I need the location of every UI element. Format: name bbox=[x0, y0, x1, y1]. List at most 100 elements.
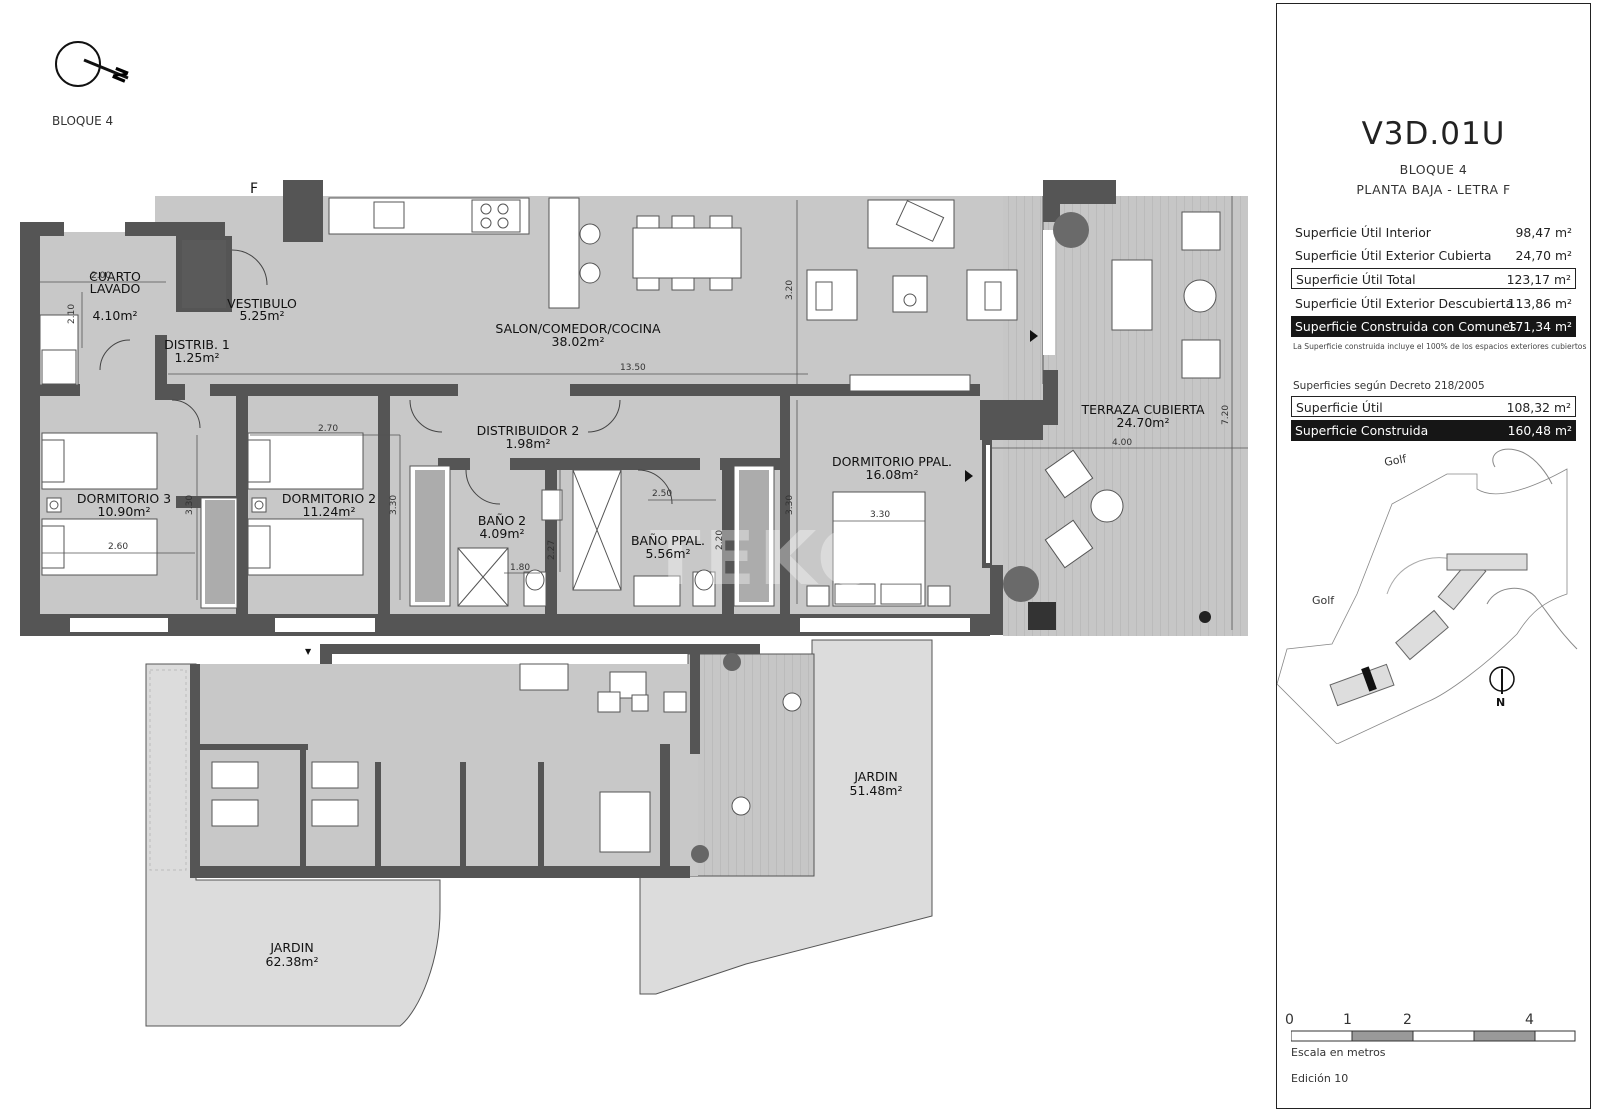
laundry-units bbox=[39, 314, 79, 386]
site-north-icon: N bbox=[1489, 666, 1515, 709]
drain-icon bbox=[1199, 611, 1211, 623]
room-area: 11.24m² bbox=[303, 504, 356, 519]
dim-label: 1.80 bbox=[510, 563, 530, 573]
room-name: TERRAZA CUBIERTA bbox=[1080, 402, 1205, 417]
area-value: 160,48 m² bbox=[1507, 423, 1572, 438]
dim-label: 4.00 bbox=[1112, 438, 1132, 448]
terrace-furniture bbox=[1044, 211, 1221, 569]
dim-label: 7.20 bbox=[1221, 405, 1231, 425]
unit-location-marker bbox=[1361, 666, 1377, 692]
dim-label: 2.50 bbox=[652, 489, 672, 499]
decree-row: Superficie Útil 108,32 m² bbox=[1291, 396, 1576, 417]
room-area: 24.70m² bbox=[1117, 415, 1170, 430]
area-label: Superficie Útil Exterior Cubierta bbox=[1295, 248, 1492, 263]
room-name-garden: JARDIN bbox=[853, 769, 897, 784]
area-value: 123,17 m² bbox=[1506, 272, 1571, 287]
area-value: 171,34 m² bbox=[1507, 319, 1572, 334]
scale-tick: 0 bbox=[1285, 1012, 1294, 1028]
dimension-labels: 2.00 2.10 13.50 3.20 2.70 3.30 3.30 2.60… bbox=[67, 271, 1231, 573]
scale-caption: Escala en metros bbox=[1291, 1046, 1386, 1059]
site-label: Golf bbox=[1312, 594, 1335, 607]
floor-plan: N BLOQUE 4 F bbox=[20, 41, 1248, 1027]
area-row: Superficie Útil Total 123,17 m² bbox=[1291, 268, 1576, 289]
dim-label: 2.60 bbox=[108, 542, 128, 552]
room-name: DISTRIB. 1 bbox=[164, 337, 230, 352]
room-name: DORMITORIO PPAL. bbox=[832, 454, 952, 469]
room-name: DORMITORIO 2 bbox=[282, 491, 376, 506]
room-area: 4.10m² bbox=[92, 308, 137, 323]
room-area: 5.25m² bbox=[239, 308, 284, 323]
area-value: 108,32 m² bbox=[1506, 400, 1571, 415]
block-label: BLOQUE 4 bbox=[52, 114, 113, 128]
area-row-highlight: Superficie Construida con Comunes 171,34… bbox=[1291, 316, 1576, 337]
master-bed bbox=[806, 491, 951, 607]
plant-icon bbox=[1053, 212, 1089, 248]
dim-label: 13.50 bbox=[620, 363, 646, 373]
north-letter: N bbox=[109, 64, 134, 86]
site-north-letter: N bbox=[1496, 696, 1505, 709]
watermark: TEKCE bbox=[650, 516, 930, 602]
entrance-letter: F bbox=[250, 181, 258, 197]
room-name-garden: JARDIN bbox=[269, 940, 313, 955]
area-row: Superficie Útil Interior 98,47 m² bbox=[1291, 222, 1576, 243]
dim-label: 2.27 bbox=[547, 540, 557, 560]
closet-icon bbox=[182, 240, 226, 308]
dim-label: 2.70 bbox=[318, 424, 338, 434]
dim-label: 3.30 bbox=[185, 495, 195, 515]
room-area: 10.90m² bbox=[98, 504, 151, 519]
decree-row-highlight: Superficie Construida 160,48 m² bbox=[1291, 420, 1576, 441]
dim-label: 3.30 bbox=[785, 495, 795, 515]
block-subtitle: BLOQUE 4 bbox=[1399, 162, 1468, 177]
area-row: Superficie Útil Exterior Cubierta 24,70 … bbox=[1291, 245, 1576, 266]
living-furniture bbox=[806, 199, 1018, 392]
unit-code: V3D.01U bbox=[1361, 116, 1506, 152]
room-name: VESTIBULO bbox=[227, 296, 297, 311]
dimension-lines bbox=[40, 196, 1248, 630]
site-label: Golf bbox=[1383, 452, 1408, 469]
area-value: 98,47 m² bbox=[1515, 225, 1572, 240]
dim-label: 2.10 bbox=[67, 304, 77, 324]
plant-icon bbox=[1003, 566, 1039, 602]
room-area-garden: 51.48m² bbox=[850, 783, 903, 798]
site-plan: Golf Golf N bbox=[1277, 448, 1578, 744]
scale-tick: 4 bbox=[1525, 1012, 1534, 1028]
room-name: BAÑO 2 bbox=[478, 513, 526, 528]
room-name: DISTRIBUIDOR 2 bbox=[477, 423, 580, 438]
key-plan: ▼ bbox=[145, 639, 933, 1027]
room-area: 5.56m² bbox=[645, 546, 690, 561]
room-area: 4.09m² bbox=[479, 526, 524, 541]
kitchen-counter bbox=[328, 197, 601, 309]
area-label: Superficie Útil bbox=[1296, 400, 1383, 415]
room-area: 38.02m² bbox=[552, 334, 605, 349]
area-note: La Superficie construida incluye el 100%… bbox=[1293, 342, 1587, 351]
room-area-garden: 62.38m² bbox=[266, 954, 319, 969]
decree-title: Superficies según Decreto 218/2005 bbox=[1293, 380, 1485, 392]
area-label: Superficie Útil Exterior Descubierta bbox=[1295, 296, 1514, 311]
room-name: BAÑO PPAL. bbox=[631, 533, 705, 548]
scale-tick: 1 bbox=[1343, 1012, 1352, 1028]
bathroom-fixtures bbox=[457, 469, 716, 607]
dim-label: 2.20 bbox=[715, 530, 725, 550]
dim-label: 2.00 bbox=[91, 271, 111, 281]
info-panel: V3D.01U BLOQUE 4 PLANTA BAJA - LETRA F S… bbox=[1276, 3, 1591, 1109]
scale-tick: 2 bbox=[1403, 1012, 1412, 1028]
room-area: 16.08m² bbox=[866, 467, 919, 482]
area-label: Superficie Construida bbox=[1295, 423, 1429, 438]
scale-bar bbox=[1291, 1030, 1576, 1042]
floor-subtitle: PLANTA BAJA - LETRA F bbox=[1356, 182, 1511, 197]
area-label: Superficie Útil Interior bbox=[1295, 225, 1431, 240]
edition: Edición 10 bbox=[1291, 1072, 1349, 1085]
area-value: 113,86 m² bbox=[1507, 296, 1572, 311]
area-label: Superficie Construida con Comunes bbox=[1295, 319, 1517, 334]
room-area: 1.25m² bbox=[174, 350, 219, 365]
planter-icon bbox=[1028, 602, 1056, 630]
area-label: Superficie Útil Total bbox=[1296, 272, 1416, 287]
svg-text:▼: ▼ bbox=[305, 647, 312, 656]
room-area: 1.98m² bbox=[505, 436, 550, 451]
bedroom2-beds bbox=[247, 432, 364, 576]
area-row: Superficie Útil Exterior Descubierta 113… bbox=[1291, 293, 1576, 314]
dining-table bbox=[632, 215, 742, 291]
area-value: 24,70 m² bbox=[1515, 248, 1572, 263]
